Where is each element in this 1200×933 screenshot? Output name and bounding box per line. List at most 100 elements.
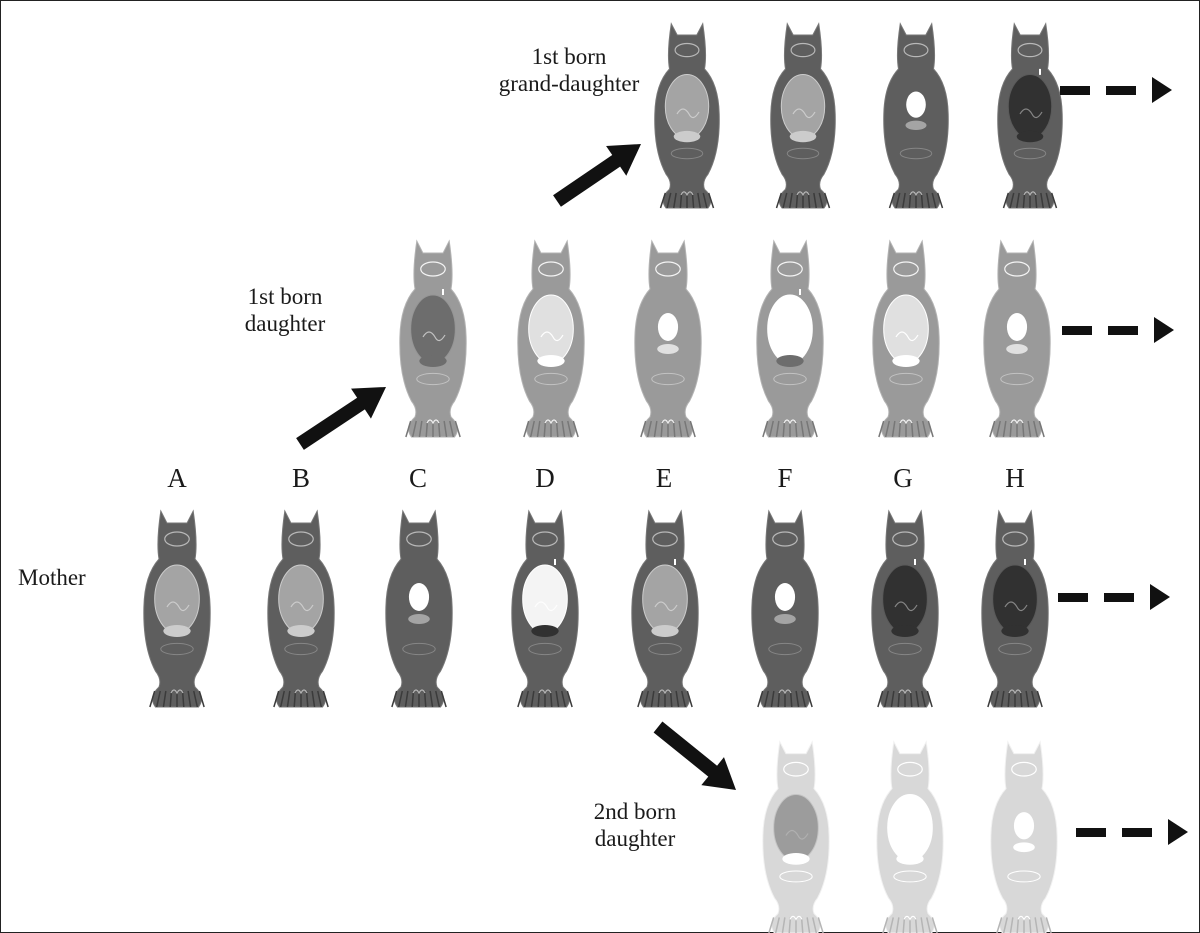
arrow-shape: [547, 129, 651, 216]
embryo-sac: [1008, 75, 1051, 139]
dash: [1058, 593, 1088, 602]
embryo-sac: [411, 295, 456, 363]
egg: [775, 583, 795, 611]
dash: [1106, 86, 1136, 95]
row-label-line: daughter: [215, 310, 355, 337]
egg: [409, 583, 429, 611]
animal-mother-8: [982, 511, 1048, 707]
ovary: [1017, 131, 1044, 142]
embryo-sac: [883, 565, 928, 633]
ovary: [163, 625, 190, 637]
arrow-daughter-to-grand-daughter: [547, 129, 651, 216]
ovary: [896, 853, 923, 865]
ovary: [782, 853, 809, 865]
ovary: [419, 355, 446, 367]
dash: [1104, 593, 1134, 602]
ovary: [531, 625, 558, 637]
ovary: [774, 614, 796, 624]
animal-first-born-daughter-5: [873, 241, 939, 437]
animal-second-born-daughter-3: [991, 742, 1057, 933]
stage-letter-h: H: [990, 463, 1040, 494]
animal-mother-5: [632, 511, 698, 707]
embryo-sac: [768, 295, 813, 363]
egg: [1007, 313, 1027, 341]
animal-first-born-daughter-4: [757, 241, 823, 437]
stage-letter-c: C: [393, 463, 443, 494]
ovary: [287, 625, 314, 637]
embryo-sac: [888, 795, 933, 861]
animal-second-born-daughter-2: [877, 742, 943, 933]
arrow-shape: [290, 372, 396, 459]
animal-first-born-grand-daughter-4: [998, 24, 1063, 208]
egg: [658, 313, 678, 341]
animal-mother-7: [872, 511, 938, 707]
embryo-sac: [523, 565, 568, 633]
ovary: [408, 614, 430, 624]
ovary: [651, 625, 678, 637]
arrowhead: [1168, 819, 1188, 845]
embryo-sac: [781, 75, 824, 139]
row-label-first-born-daughter: 1st born daughter: [215, 283, 355, 337]
dash: [1076, 828, 1106, 837]
ovary: [891, 625, 918, 637]
continuation-arrow-second-born-daughter: [1076, 819, 1188, 845]
row-label-line: grand-daughter: [464, 70, 674, 97]
animal-first-born-grand-daughter-3: [884, 24, 949, 208]
stage-letter-d: D: [520, 463, 570, 494]
arrow-mother-to-second-born-daughter: [647, 713, 748, 804]
continuation-arrow-first-born-grand-daughter: [1060, 77, 1172, 103]
egg: [906, 91, 926, 117]
ovary: [1006, 344, 1028, 354]
row-label-line: 1st born: [464, 43, 674, 70]
ovary: [892, 355, 919, 367]
animal-first-born-daughter-3: [635, 241, 701, 437]
embryo-sac: [155, 565, 200, 633]
animal-mother-2: [268, 511, 334, 707]
row-label-mother: Mother: [18, 564, 86, 591]
row-label-second-born-daughter: 2nd born daughter: [565, 798, 705, 852]
stage-letter-e: E: [639, 463, 689, 494]
stage-letter-b: B: [276, 463, 326, 494]
continuation-arrow-mother: [1058, 584, 1170, 610]
ovary: [537, 355, 564, 367]
animal-first-born-grand-daughter-2: [771, 24, 836, 208]
stage-letter-a: A: [152, 463, 202, 494]
animal-mother-1: [144, 511, 210, 707]
dash: [1062, 326, 1092, 335]
animal-first-born-daughter-1: [400, 241, 466, 437]
dash: [1060, 86, 1090, 95]
arrowhead: [1150, 584, 1170, 610]
animal-first-born-daughter-2: [518, 241, 584, 437]
arrow-mother-to-first-born-daughter: [290, 372, 396, 459]
ovary: [776, 355, 803, 367]
embryo-sac: [774, 795, 819, 861]
ovary: [657, 344, 679, 354]
stage-letter-g: G: [878, 463, 928, 494]
ovary: [1001, 625, 1028, 637]
arrow-shape: [647, 713, 748, 804]
row-label-line: daughter: [565, 825, 705, 852]
animal-mother-4: [512, 511, 578, 707]
embryo-sac: [529, 295, 574, 363]
egg: [1014, 812, 1034, 839]
dash: [1122, 828, 1152, 837]
embryo-sac: [884, 295, 929, 363]
dash: [1108, 326, 1138, 335]
ovary: [674, 131, 701, 142]
stage-letter-f: F: [760, 463, 810, 494]
ovary: [790, 131, 817, 142]
embryo-sac: [279, 565, 324, 633]
embryo-sac: [643, 565, 688, 633]
row-label-line: 1st born: [215, 283, 355, 310]
animal-mother-6: [752, 511, 818, 707]
animal-first-born-daughter-6: [984, 241, 1050, 437]
arrowhead: [1152, 77, 1172, 103]
animal-second-born-daughter-1: [763, 742, 829, 933]
embryo-sac: [993, 565, 1038, 633]
row-label-line: 2nd born: [565, 798, 705, 825]
arrowhead: [1154, 317, 1174, 343]
row-label-first-born-grand-daughter: 1st born grand-daughter: [464, 43, 674, 97]
animal-mother-3: [386, 511, 452, 707]
ovary: [906, 121, 927, 130]
continuation-arrow-first-born-daughter: [1062, 317, 1174, 343]
